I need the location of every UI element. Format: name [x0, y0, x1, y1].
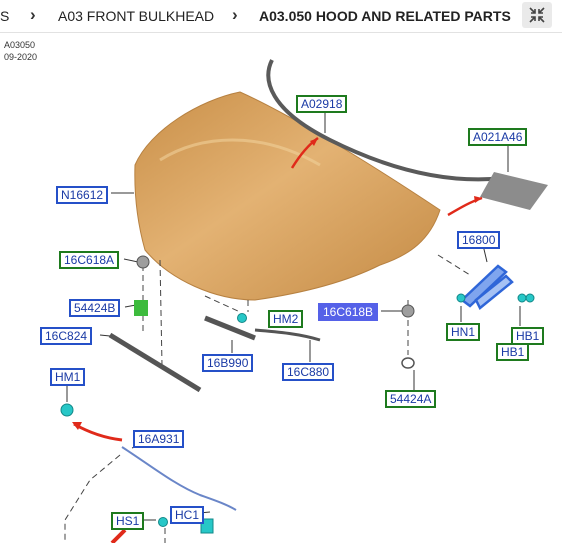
callout-16a931[interactable]: 16A931 — [133, 430, 185, 448]
clip-hb1-b — [525, 293, 535, 303]
collapse-arrows-icon — [529, 7, 545, 23]
clip-hs1 — [158, 517, 168, 527]
clip-hb1-a — [517, 293, 527, 303]
callout-54424b[interactable]: 54424B — [69, 299, 121, 317]
chevron-right-icon: › — [30, 5, 36, 24]
callout-16c618a[interactable]: 16C618A — [59, 251, 120, 269]
bump-stop-54424b — [134, 300, 148, 316]
bump-stop-16c618b — [401, 304, 415, 318]
insulator-pad — [480, 172, 548, 210]
bump-stop-16c618a — [136, 255, 150, 269]
arrow-hm1 — [73, 422, 123, 442]
parts-diagram — [60, 59, 548, 543]
callout-54424a[interactable]: 54424A — [385, 390, 437, 408]
clip-hm2 — [237, 313, 247, 323]
callout-hm1[interactable]: HM1 — [50, 368, 86, 386]
callout-16800[interactable]: 16800 — [457, 231, 501, 249]
callout-hn1[interactable]: HN1 — [446, 323, 481, 341]
hood-hinge — [460, 264, 514, 310]
bump-stop-54424a — [401, 357, 415, 369]
callout-hm2[interactable]: HM2 — [268, 310, 304, 328]
collapse-button[interactable] — [522, 2, 552, 28]
hood-panel — [134, 91, 441, 301]
callout-hs1[interactable]: HS1 — [111, 512, 145, 530]
callout-a021a46[interactable]: A021A46 — [468, 128, 528, 146]
hood-highlight — [159, 138, 321, 167]
seal-16b990 — [204, 315, 256, 341]
callout-16c824[interactable]: 16C824 — [40, 327, 93, 345]
diagram-date: 09-2020 — [4, 52, 38, 62]
breadcrumb: S › A03 FRONT BULKHEAD › A03.050 HOOD AN… — [0, 0, 562, 33]
callout-a02918[interactable]: A02918 — [296, 95, 348, 113]
weatherstrip-left — [108, 332, 202, 393]
diagram-code: A03050 — [4, 40, 36, 50]
callout-16c618b[interactable]: 16C618B — [318, 303, 379, 321]
arrow-bottom — [110, 528, 127, 543]
clip-hm1 — [60, 403, 74, 417]
callout-n16612[interactable]: N16612 — [56, 186, 109, 204]
callout-16c880[interactable]: 16C880 — [282, 363, 335, 381]
clip-hn1 — [456, 293, 466, 303]
release-cable — [121, 446, 237, 511]
hood-seal — [266, 59, 505, 182]
callout-hb1-b[interactable]: HB1 — [496, 343, 530, 361]
breadcrumb-item-partial[interactable]: S — [0, 8, 10, 24]
callout-16b990[interactable]: 16B990 — [202, 354, 254, 372]
breadcrumb-item-front-bulkhead[interactable]: A03 FRONT BULKHEAD — [58, 8, 215, 24]
chevron-right-icon: › — [232, 5, 238, 24]
callout-hc1[interactable]: HC1 — [170, 506, 205, 524]
seal-16c880 — [254, 328, 321, 342]
breadcrumb-item-current: A03.050 HOOD AND RELATED PARTS — [259, 8, 511, 24]
